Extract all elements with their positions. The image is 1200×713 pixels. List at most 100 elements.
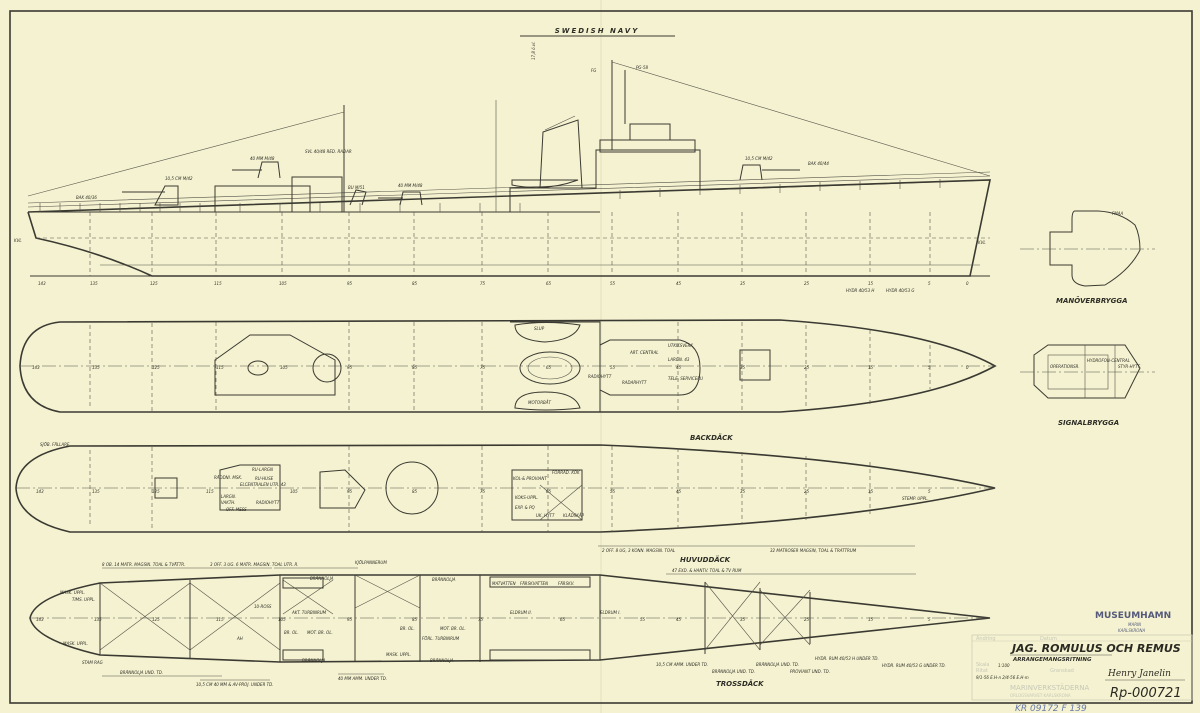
drawing-label: 35 — [740, 281, 746, 286]
drawing-label: BAK 40/36 — [76, 195, 97, 200]
drawing-label: 115 — [214, 281, 222, 286]
drawing-label: 45 — [676, 617, 682, 622]
drawing-label: 5 — [928, 489, 931, 494]
drawing-label: BRÄNNOLJA UND. TD. — [712, 669, 755, 674]
drawing-label: 47 EXD. & HANTV. TOAL & TV RUM — [672, 568, 742, 573]
drawing-label: ART. CENTRAL — [629, 350, 659, 355]
drawing-border — [9, 10, 1193, 704]
drawing-label: MARINVERKSTÄDERNA — [1010, 683, 1090, 692]
drawing-label: 10,5 CM M/42 — [165, 176, 193, 181]
drawing-label: VAKTH. — [221, 500, 236, 505]
drawing-label: 143 — [32, 365, 40, 370]
drawing-label: 45 — [676, 365, 682, 370]
drawing-label: SLUP — [534, 326, 545, 331]
drawing-label: 0 — [966, 365, 969, 370]
drawing-label: BRÄNNOLJA — [302, 658, 326, 663]
drawing-label: OPERATIONSR. — [1050, 364, 1080, 369]
drawing-label: RADIOHYTT — [588, 374, 612, 379]
signalbrygga-caption: SIGNALBRYGGA — [1058, 419, 1119, 427]
drawing-label: 115 — [216, 365, 224, 370]
drawing-label: RADARHYTT — [622, 380, 647, 385]
drawing-label: EXP. & PQ — [515, 505, 535, 510]
drawing-label: SJÖB. FÄLLARE — [40, 442, 70, 447]
drawing-label: TELE. SERVICERU — [668, 376, 703, 381]
drawing-label: 17,8 ö.vl. — [531, 41, 536, 60]
drawing-label: FG — [591, 68, 596, 73]
manoverbrygga-plan: FMAA MANÖVERBRYGGA — [1020, 210, 1155, 305]
title-block: MUSEUMHAMN MARIN KARLSKRONA Ändring Datu… — [971, 611, 1193, 713]
drawing-label: Ritat — [976, 668, 988, 674]
drawing-label: 8 OB. 14 MATR. MAGSIN. TOAL & TVÄTTR. — [102, 562, 185, 567]
drawing-label: 65 — [546, 489, 552, 494]
drawing-label: 55 — [640, 617, 646, 622]
drawing-label: KVL — [978, 240, 986, 245]
drawing-label: 40 MM M/48 — [250, 156, 275, 161]
drawing-label: 55 — [610, 281, 616, 286]
drawing-label: 85 — [412, 365, 418, 370]
drawing-number: Rp-000721 — [1110, 686, 1182, 701]
drawing-label: 10,5 CM M/42 — [745, 156, 773, 161]
drawing-label: LARGN. — [221, 494, 236, 499]
drawing-label: 40 MM AMM. UNDER TD. — [338, 676, 387, 681]
archive-reference: KR 09172 F 139 — [1015, 704, 1087, 713]
drawing-label: UK. HYTT — [536, 513, 555, 518]
drawing-label: 105 — [278, 617, 286, 622]
drawing-label: KARLSKRONA — [1118, 628, 1145, 633]
drawing-label: MARIN — [1128, 622, 1141, 627]
drawing-label: ELDRUM I. — [600, 610, 621, 615]
drawing-label: 65 — [546, 365, 552, 370]
drawing-label: MASK. UPPL. — [63, 641, 88, 646]
drawing-label: BU M/51 — [348, 185, 365, 190]
drawing-label: HYDR 40/53 G — [886, 288, 914, 293]
drawing-label: HYDR. RUM 40/53 G UNDER TD. — [882, 663, 946, 668]
drawing-label: 35 — [740, 617, 746, 622]
drawing-label: STYR-HYTT — [1118, 364, 1141, 369]
drawing-label: LARGN. 43 — [668, 357, 690, 362]
drawing-label: 75 — [480, 365, 486, 370]
top-heading: SWEDISH NAVY 17,8 ö.vl. — [520, 27, 675, 60]
drawing-label: Ändring — [976, 635, 996, 642]
drawing-label: KOKS-UPPL. — [515, 495, 539, 500]
drawing-label: 10,5 CM 40 MM & AV-PROJ. UNDER TD. — [196, 682, 273, 687]
drawing-label: BRÄNNOLJA UND. TD. — [756, 662, 799, 667]
drawing-label: FÖRL. TURBINRUM — [422, 636, 460, 641]
drawing-label: 125 — [152, 617, 160, 622]
drawing-label: ELDRUM II. — [510, 610, 532, 615]
drawing-label: MOT. BR. OL. — [307, 630, 333, 635]
trossdack-plan: MASK. UPPL. TIMS. UPPL. MASK. UPPL. STAM… — [29, 560, 991, 688]
drawing-label: PG-58 — [636, 65, 649, 70]
drawing-label: ORLOGSVARVET KARLSKRONA — [1010, 693, 1071, 698]
drawing-label: Skala — [976, 662, 990, 668]
drawing-label: 85 — [412, 617, 418, 622]
drawing-label: 135 — [94, 617, 102, 622]
drawing-label: 32 MATROSER MAGSIN, TOAL & TRATTRUM — [770, 548, 857, 553]
drawing-label: FÄRSKV. — [558, 581, 574, 586]
signalbrygga-plan: OPERATIONSR. HYDROFON-CENTRAL STYR-HYTT … — [1020, 344, 1155, 427]
drawing-label: 135 — [92, 365, 100, 370]
drawing-label: 105 — [280, 365, 288, 370]
drawing-label: RU-LARGN — [252, 467, 273, 472]
drawing-label: 10-ROSS — [254, 604, 272, 609]
drawing-label: BRÄNNOLJA — [310, 576, 334, 581]
drawing-label: 25 — [804, 281, 810, 286]
drawing-label: KVL — [14, 238, 22, 243]
museum-stamp: MUSEUMHAMN MARIN KARLSKRONA — [1095, 611, 1171, 633]
drawing-label: 5 — [928, 365, 931, 370]
drawing-label: 75 — [480, 281, 486, 286]
drawing-label: STEMP. UPPL. — [902, 496, 929, 501]
drawing-label: OFF. MESS — [226, 507, 247, 512]
drawing-label: 75 — [478, 617, 484, 622]
drawing-label: 1:100 — [998, 663, 1010, 668]
drawing-label: Datum — [1040, 636, 1057, 642]
drawing-label: PROVIANT UND. TD. — [790, 669, 830, 674]
drawing-label: 125 — [152, 365, 160, 370]
drawing-label: BRÄNNOLJA — [432, 577, 456, 582]
drawing-label: STAM RAG — [82, 660, 103, 665]
drawing-label: 95 — [347, 489, 353, 494]
drawing-label: BAK 40/44 — [808, 161, 829, 166]
ship-name: JAG. ROMULUS OCH REMUS — [1010, 642, 1181, 655]
drawing-label: Granskad — [1050, 668, 1074, 674]
drawing-label: 15 — [868, 281, 874, 286]
drawing-label: 105 — [279, 281, 287, 286]
drawing-label: 125 — [152, 489, 160, 494]
